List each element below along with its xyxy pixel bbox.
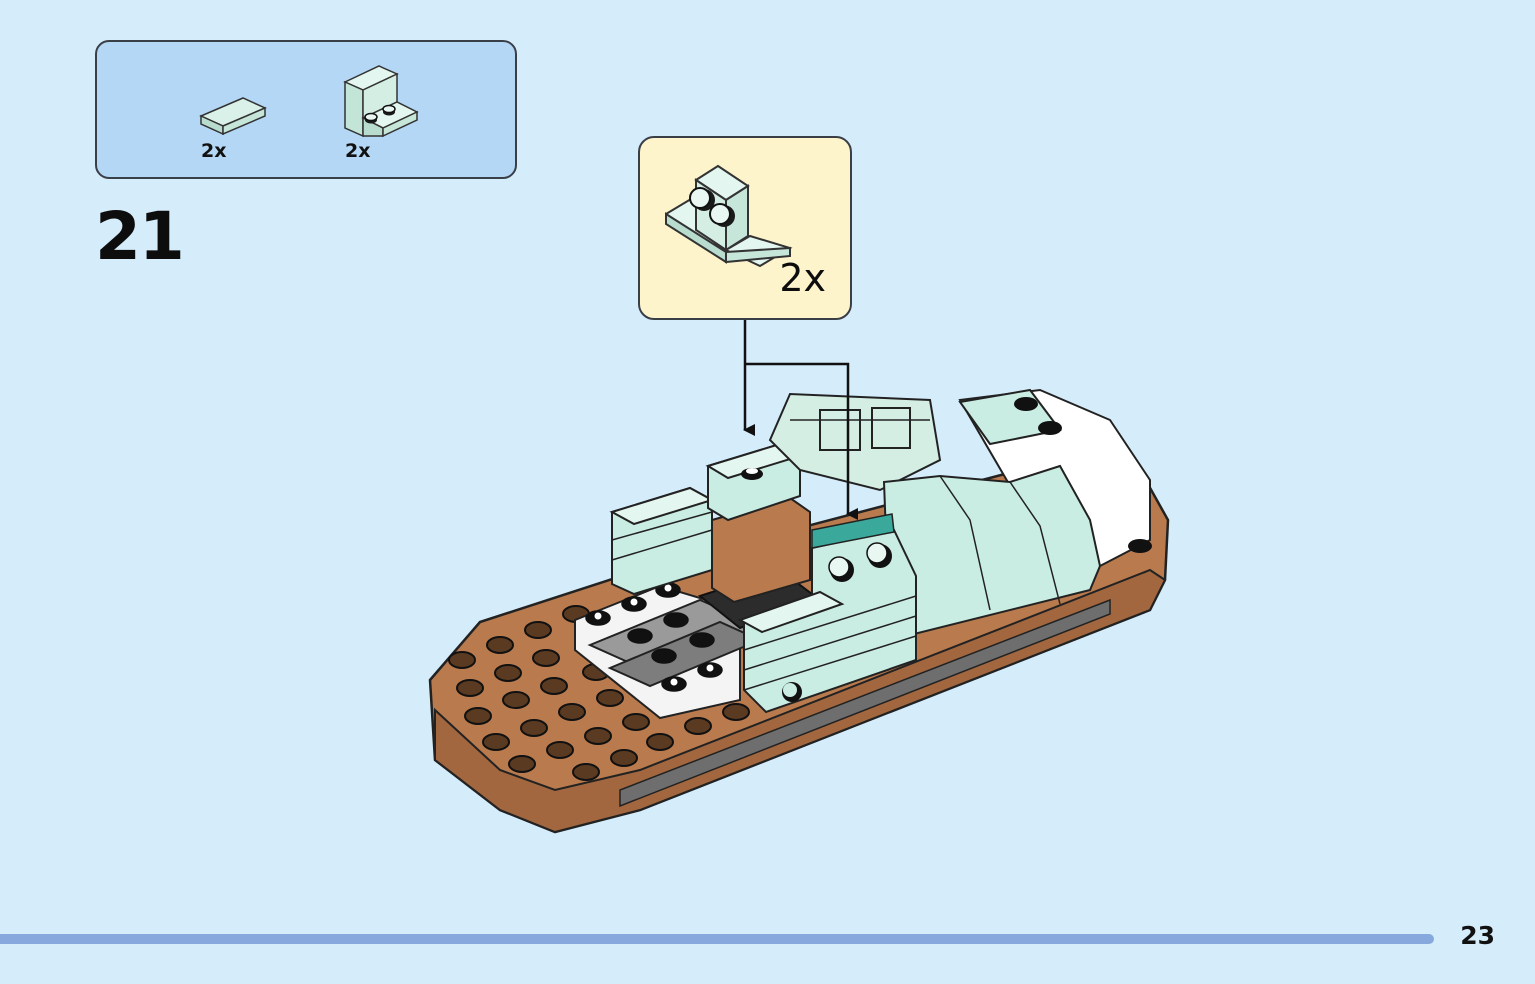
page-number: 23 [1460,921,1495,950]
part-quantity: 2x [201,140,227,162]
aqua-front-stack [737,513,917,714]
footer-bar [0,934,1434,944]
back-frame [768,392,942,492]
tile-1x2-icon [199,97,267,136]
parts-list-box: 2x 2x [95,40,517,179]
brown-studs [448,605,750,781]
bracket-icon [665,164,793,268]
aqua-left-block [609,486,715,596]
curved-panels [882,464,1102,642]
bracket-icon [343,65,419,138]
subassembly-callout: 2x [638,136,852,320]
callout-quantity: 2x [779,256,826,300]
step-number: 21 [95,198,185,275]
placement-arrows [743,320,858,520]
part-quantity: 2x [345,140,371,162]
model-illustration [428,320,1170,834]
